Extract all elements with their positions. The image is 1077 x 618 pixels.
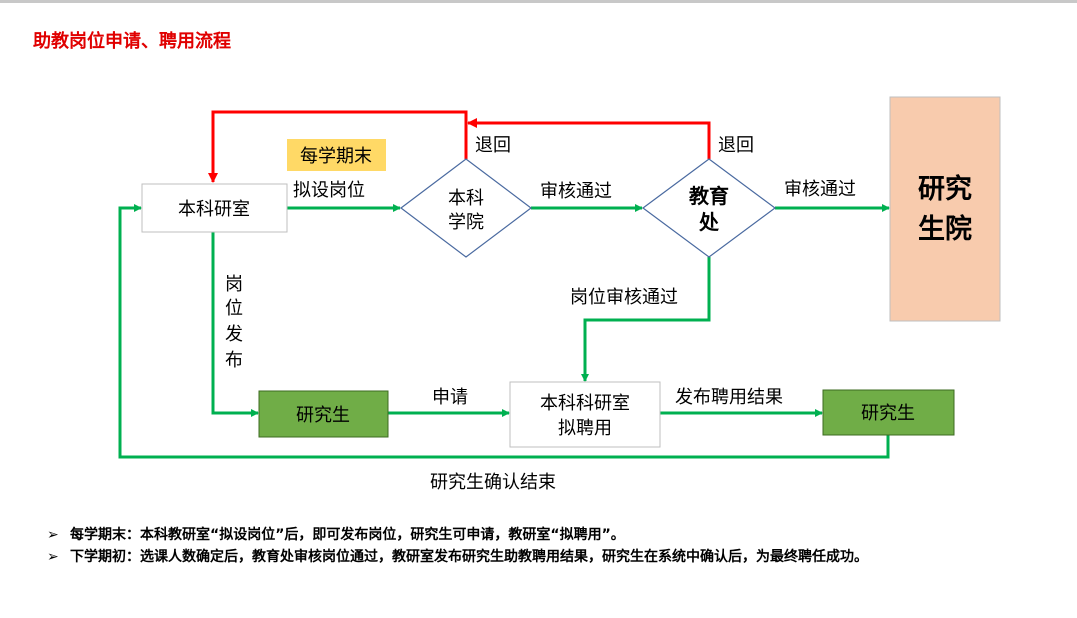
return-arrow-1 — [208, 110, 468, 183]
node-hire — [509, 381, 661, 448]
approved-label-2: 审核通过 — [784, 179, 856, 200]
arrow-post-approved — [581, 257, 711, 382]
notes-list: ➢ 每学期末：本科教研室“拟设岗位”后，即可发布岗位，研究生可申请，教研室“拟聘用… — [47, 524, 1027, 568]
return-arrow-2 — [467, 118, 711, 159]
term-end-label: 每学期末 — [300, 146, 372, 167]
publish-char: 发 — [225, 324, 243, 345]
publish-result-label: 发布聘用结果 — [675, 387, 783, 408]
node-student-1 — [258, 390, 389, 438]
confirm-end-label: 研究生确认结束 — [430, 472, 556, 493]
node-college-label-1: 本科 — [448, 188, 484, 209]
top-divider — [0, 0, 1077, 3]
node-college — [400, 158, 532, 258]
node-student-2 — [822, 389, 955, 436]
node-hire-label-2: 拟聘用 — [558, 418, 612, 439]
node-grad-label-2: 生院 — [918, 213, 972, 245]
page-title: 助教岗位申请、聘用流程 — [33, 31, 231, 52]
node-graduate-school — [889, 96, 1001, 322]
publish-char: 布 — [225, 350, 243, 371]
approved-label-1: 审核通过 — [540, 181, 612, 202]
arrow-publish — [211, 232, 259, 417]
note-item: ➢ 每学期末：本科教研室“拟设岗位”后，即可发布岗位，研究生可申请，教研室“拟聘用… — [47, 524, 1027, 546]
node-hire-label-1: 本科科研室 — [540, 393, 630, 414]
node-grad-label-1: 研究 — [918, 173, 972, 205]
term-end-badge — [287, 139, 386, 171]
publish-char: 岗 — [225, 274, 243, 295]
node-dept-office — [141, 183, 288, 233]
arrow-confirm-end — [118, 204, 890, 459]
return-label-1: 退回 — [475, 135, 511, 156]
node-student-2-label: 研究生 — [861, 403, 915, 424]
bullet-arrow-icon: ➢ — [47, 527, 59, 543]
node-academic-label-1: 教育 — [689, 184, 729, 208]
publish-char: 位 — [225, 298, 243, 319]
bullet-arrow-icon: ➢ — [47, 549, 59, 565]
node-college-label-2: 学院 — [448, 212, 484, 233]
node-academic-label-2: 处 — [698, 210, 720, 234]
node-dept-office-label: 本科研室 — [178, 199, 250, 220]
node-academic-affairs — [641, 158, 777, 258]
apply-label: 申请 — [432, 387, 468, 408]
set-post-label: 拟设岗位 — [293, 180, 365, 201]
note-item: ➢ 下学期初：选课人数确定后，教育处审核岗位通过，教研室发布研究生助教聘用结果，研… — [47, 546, 1027, 568]
note-text: 每学期末：本科教研室“拟设岗位”后，即可发布岗位，研究生可申请，教研室“拟聘用”… — [70, 527, 625, 543]
post-approved-label: 岗位审核通过 — [570, 287, 678, 308]
publish-label: 岗 位 发 布 — [225, 274, 243, 371]
node-student-1-label: 研究生 — [296, 405, 350, 426]
return-label-2: 退回 — [718, 135, 754, 156]
note-text: 下学期初：选课人数确定后，教育处审核岗位通过，教研室发布研究生助教聘用结果，研究… — [70, 549, 868, 565]
